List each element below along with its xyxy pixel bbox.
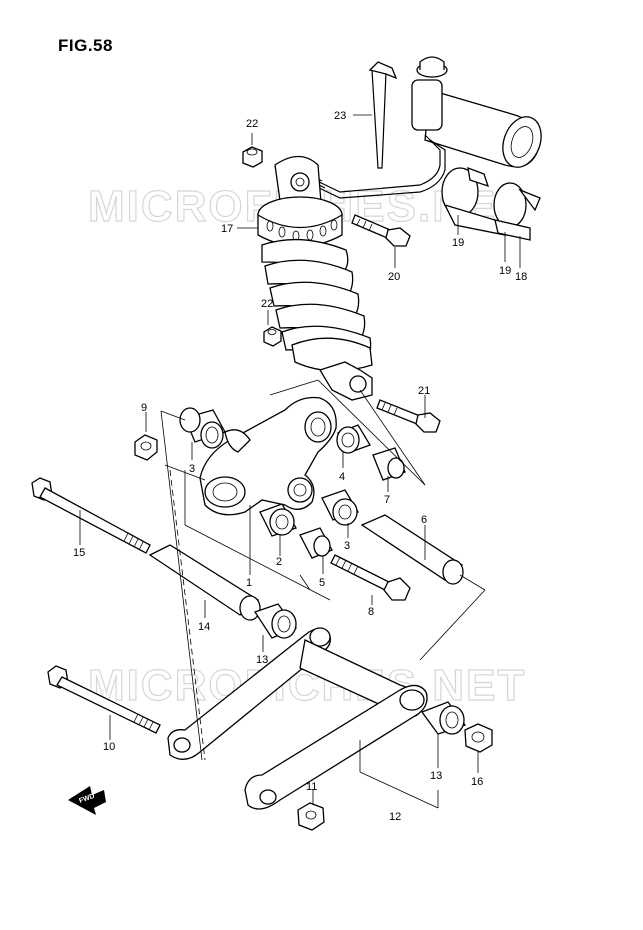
cushion-lever bbox=[199, 396, 337, 516]
preload-adjuster-reservoir bbox=[302, 56, 542, 199]
nut-9 bbox=[134, 434, 158, 461]
label-14: 14 bbox=[198, 621, 210, 633]
bolt-15 bbox=[31, 477, 151, 554]
label-2: 2 bbox=[276, 556, 282, 568]
label-20: 20 bbox=[388, 271, 400, 283]
fwd-arrow-icon: FWD bbox=[68, 786, 106, 815]
assembly-guides bbox=[160, 379, 486, 809]
bearing-13-upper bbox=[254, 603, 298, 639]
label-1: 1 bbox=[246, 577, 252, 589]
cushion-rod bbox=[167, 627, 428, 810]
label-3-upper: 3 bbox=[189, 463, 195, 475]
bearing-13-lower bbox=[420, 701, 467, 735]
label-11: 11 bbox=[306, 781, 317, 793]
label-7: 7 bbox=[384, 494, 390, 506]
bearing-3-upper bbox=[179, 407, 226, 449]
label-8: 8 bbox=[368, 606, 374, 618]
label-5: 5 bbox=[319, 577, 325, 589]
nut-22-upper bbox=[242, 146, 263, 168]
label-6: 6 bbox=[421, 514, 427, 526]
bearing-4 bbox=[336, 424, 371, 454]
label-13-lower: 13 bbox=[430, 770, 442, 782]
part-labels: 22 23 17 20 19 19 18 22 21 9 3 4 7 6 3 2… bbox=[73, 110, 527, 823]
bearing-2 bbox=[259, 503, 297, 537]
label-22-lower: 22 bbox=[261, 298, 273, 310]
label-19-left: 19 bbox=[452, 237, 464, 249]
leader-lines bbox=[79, 114, 521, 805]
label-17: 17 bbox=[221, 223, 233, 235]
nut-16 bbox=[464, 723, 493, 753]
hex-wrench-23 bbox=[368, 61, 398, 169]
label-12: 12 bbox=[389, 811, 401, 823]
label-4: 4 bbox=[339, 471, 345, 483]
figure-title: FIG.58 bbox=[58, 36, 113, 55]
label-18: 18 bbox=[515, 271, 527, 283]
label-13-upper: 13 bbox=[256, 654, 268, 666]
label-23: 23 bbox=[334, 110, 346, 122]
bolt-10 bbox=[47, 665, 161, 734]
label-9: 9 bbox=[141, 402, 147, 414]
label-15: 15 bbox=[73, 547, 85, 559]
bearing-3-lower bbox=[321, 489, 359, 526]
label-3-lower: 3 bbox=[344, 540, 350, 552]
spacer-6 bbox=[360, 514, 464, 585]
label-21: 21 bbox=[418, 385, 430, 397]
spacer-7 bbox=[372, 447, 406, 481]
adjuster-clamp-19 bbox=[441, 166, 507, 236]
spacer-5 bbox=[299, 527, 333, 559]
bolt-8 bbox=[330, 554, 411, 601]
bolt-20 bbox=[351, 214, 411, 247]
nut-11 bbox=[297, 802, 325, 831]
adjuster-clamp-18 bbox=[493, 182, 541, 241]
nut-22-lower bbox=[263, 326, 282, 347]
rear-shock-absorber bbox=[257, 155, 373, 401]
label-22-upper: 22 bbox=[246, 118, 258, 130]
label-16: 16 bbox=[471, 776, 483, 788]
label-19-right: 19 bbox=[499, 265, 511, 277]
label-10: 10 bbox=[103, 741, 115, 753]
spacer-14 bbox=[148, 544, 261, 621]
bolt-21 bbox=[376, 399, 441, 433]
